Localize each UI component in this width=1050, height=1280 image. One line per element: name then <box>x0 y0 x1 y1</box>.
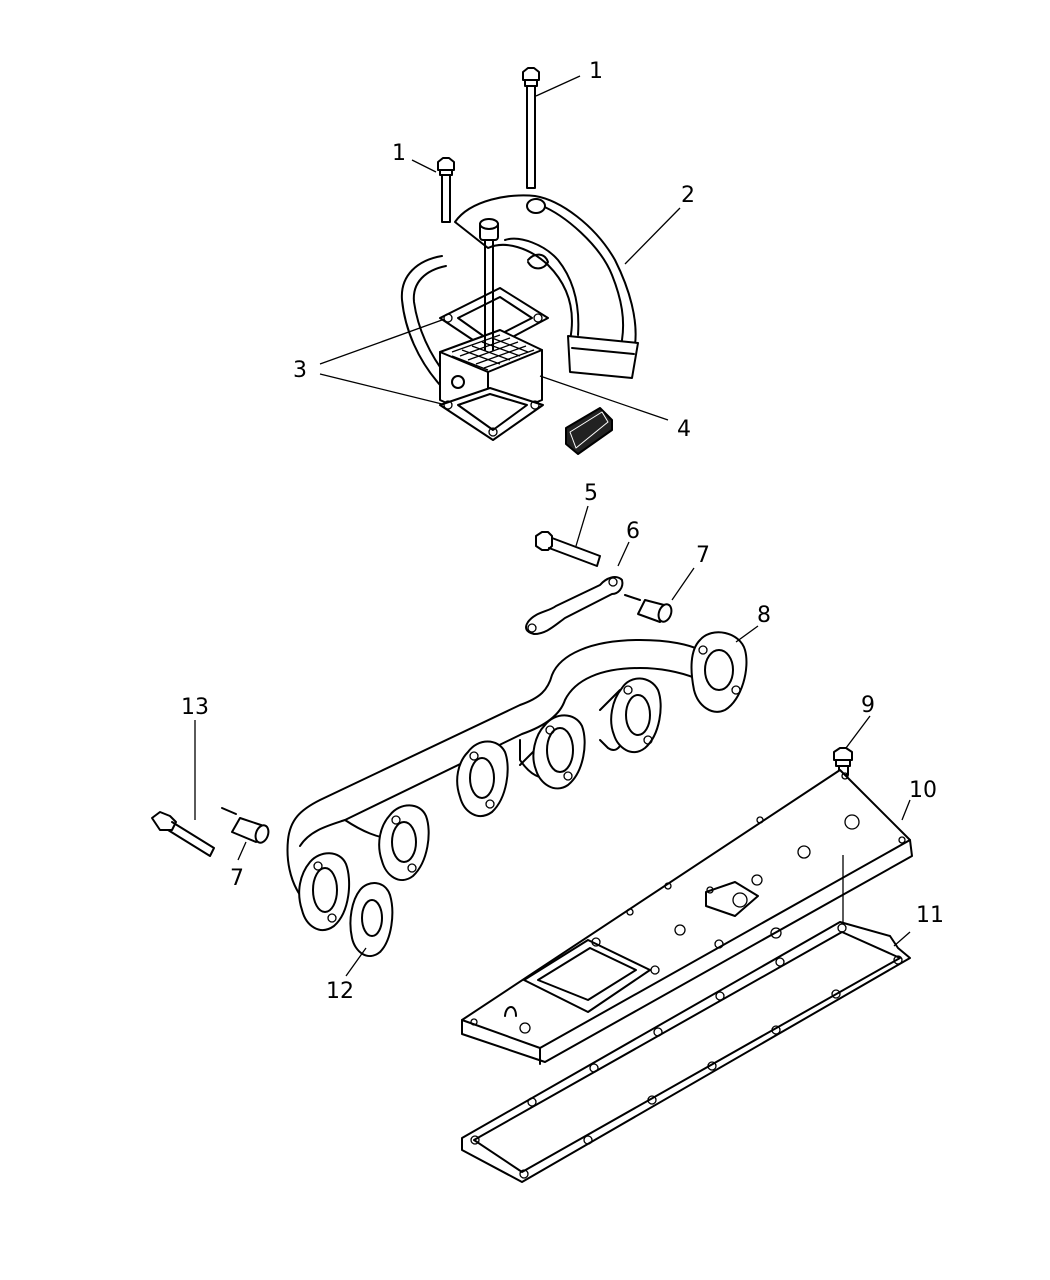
bracket-6 <box>525 576 624 635</box>
callout-3: 3 <box>293 358 307 383</box>
bolt-1-long <box>522 67 540 189</box>
callout-11: 11 <box>916 903 944 928</box>
stud-13 <box>151 811 215 857</box>
callout-1-upper: 1 <box>589 59 603 84</box>
screen-plate <box>565 407 613 455</box>
center-bolt <box>479 218 499 351</box>
gasket-11 <box>461 921 911 1183</box>
leader-lines <box>194 75 911 977</box>
bolt-1-short <box>437 157 455 223</box>
elbow-tube-2 <box>454 194 639 379</box>
gasket-12 <box>349 882 394 957</box>
callout-4: 4 <box>677 417 691 442</box>
manifold-flanges <box>298 631 748 931</box>
spacer-7-lower <box>221 807 270 844</box>
callout-5: 5 <box>584 481 598 506</box>
callout-12: 12 <box>326 979 354 1004</box>
callout-7-upper: 7 <box>696 543 710 568</box>
callout-9: 9 <box>861 693 875 718</box>
callout-1-lower: 1 <box>392 141 406 166</box>
bolt-5 <box>535 531 601 567</box>
callout-13: 13 <box>181 695 209 720</box>
callout-7-lower: 7 <box>230 866 244 891</box>
spacer-7-upper <box>624 594 673 623</box>
gasket-3-lower <box>439 387 544 441</box>
callout-2: 2 <box>681 183 695 208</box>
plate-10 <box>461 769 913 1065</box>
callout-8: 8 <box>757 603 771 628</box>
callout-6: 6 <box>626 519 640 544</box>
bolt-9 <box>833 747 853 776</box>
callout-10: 10 <box>909 778 937 803</box>
